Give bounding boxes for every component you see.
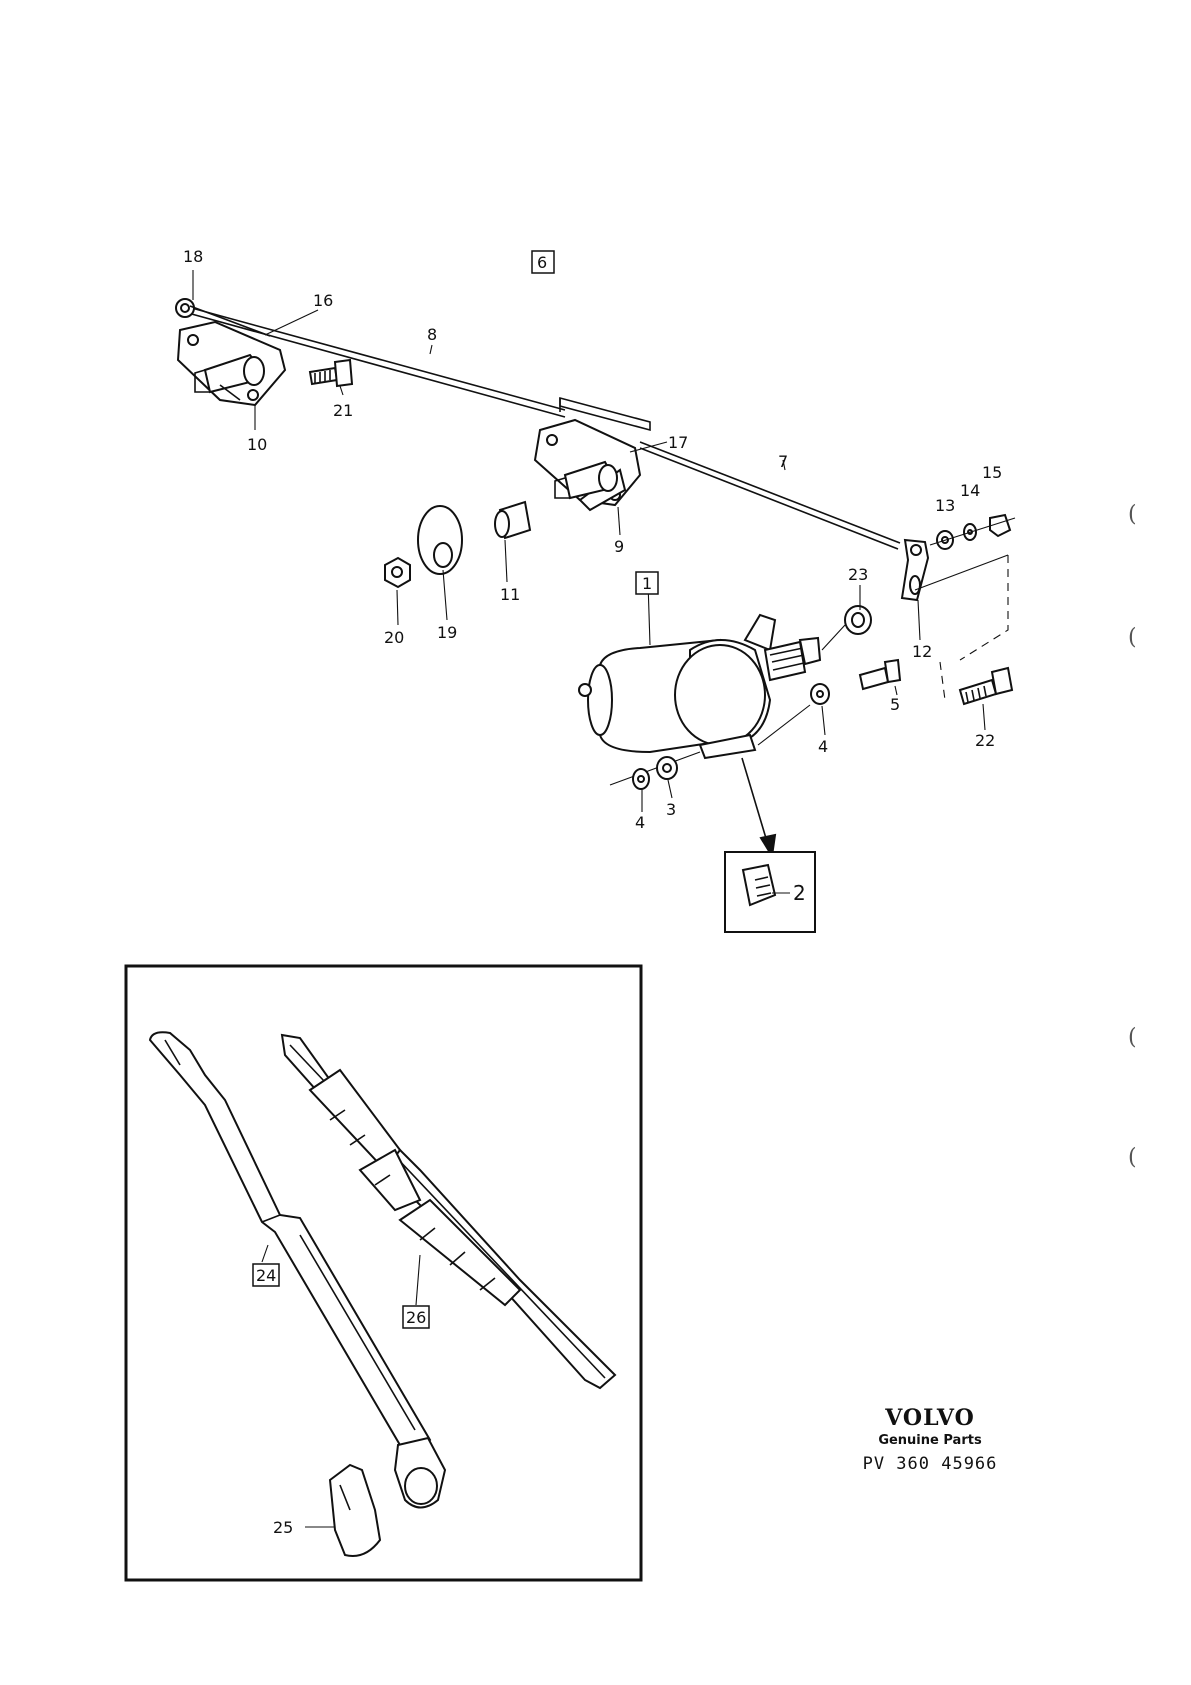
label-16: 16: [313, 291, 333, 310]
label-11: 11: [500, 585, 520, 604]
svg-text:24: 24: [256, 1266, 276, 1285]
washer-3: [656, 756, 678, 780]
label-8: 8: [427, 325, 437, 344]
boxed-label-1: 1: [635, 571, 659, 595]
label-7: 7: [778, 452, 788, 471]
wiper-linkage-assembly: 18 16 8 21 10 17 7 9 11 19 20 13 14 15 2…: [175, 247, 1016, 933]
label-10: 10: [247, 435, 267, 454]
margin-mark: (: [1128, 1145, 1137, 1170]
label-17: 17: [668, 433, 688, 452]
washer-4-right: [810, 683, 830, 705]
crank-12: [900, 538, 930, 602]
label-21: 21: [333, 401, 353, 420]
label-15: 15: [982, 463, 1002, 482]
svg-text:6: 6: [537, 253, 547, 272]
brand-subtitle: Genuine Parts: [878, 1433, 982, 1448]
label-12: 12: [912, 642, 932, 661]
margin-mark: (: [1128, 1025, 1137, 1050]
label-5: 5: [890, 695, 900, 714]
wiper-arm-blade-inset: 25 24 26: [124, 964, 643, 1582]
cap-19: [417, 505, 463, 575]
dashed-bracket: [939, 555, 1009, 701]
boxed-label-26: 26: [402, 1305, 430, 1329]
boxed-label-24: 24: [252, 1263, 280, 1287]
volvo-logo: VOLVO: [885, 1405, 975, 1431]
bolt-22: [958, 666, 1014, 706]
grommet-23: [844, 605, 872, 635]
wiper-arm-24: [148, 1031, 447, 1509]
wiper-blade-26: [280, 1033, 617, 1390]
label-2: 2: [793, 881, 806, 905]
label-23: 23: [848, 565, 868, 584]
crank-18: [175, 298, 271, 337]
nut-20: [384, 556, 411, 589]
label-19: 19: [437, 623, 457, 642]
brand-block: VOLVO Genuine Parts PV 360 45966: [845, 1405, 1015, 1474]
bushing-11: [494, 500, 532, 540]
label-3: 3: [666, 800, 676, 819]
svg-text:26: 26: [406, 1308, 426, 1327]
diagram-code: PV 360 45966: [862, 1454, 998, 1474]
label-25: 25: [273, 1518, 293, 1537]
link-rod-7: [639, 441, 901, 550]
clip-15: [989, 513, 1012, 538]
label-20: 20: [384, 628, 404, 647]
label-22: 22: [975, 731, 995, 750]
pivot-left-10: [176, 320, 287, 407]
pivot-center-9: [533, 418, 642, 512]
svg-text:1: 1: [642, 574, 652, 593]
label-18: 18: [183, 247, 203, 266]
washer-4-left: [632, 768, 650, 790]
label-4-left: 4: [635, 813, 645, 832]
label-4-right: 4: [818, 737, 828, 756]
link-rod-8: [187, 306, 566, 418]
connector-inset-2: [724, 851, 816, 933]
wiper-motor-1: [578, 613, 822, 760]
connecting-bar: [559, 396, 651, 432]
margin-mark: (: [1128, 625, 1137, 650]
label-13: 13: [935, 496, 955, 515]
label-9: 9: [614, 537, 624, 556]
bolt-5: [858, 658, 902, 691]
label-14: 14: [960, 481, 980, 500]
bolt-21: [308, 358, 354, 388]
margin-mark: (: [1128, 502, 1137, 527]
clip-25: [328, 1463, 382, 1557]
boxed-label-6: 6: [531, 250, 555, 274]
